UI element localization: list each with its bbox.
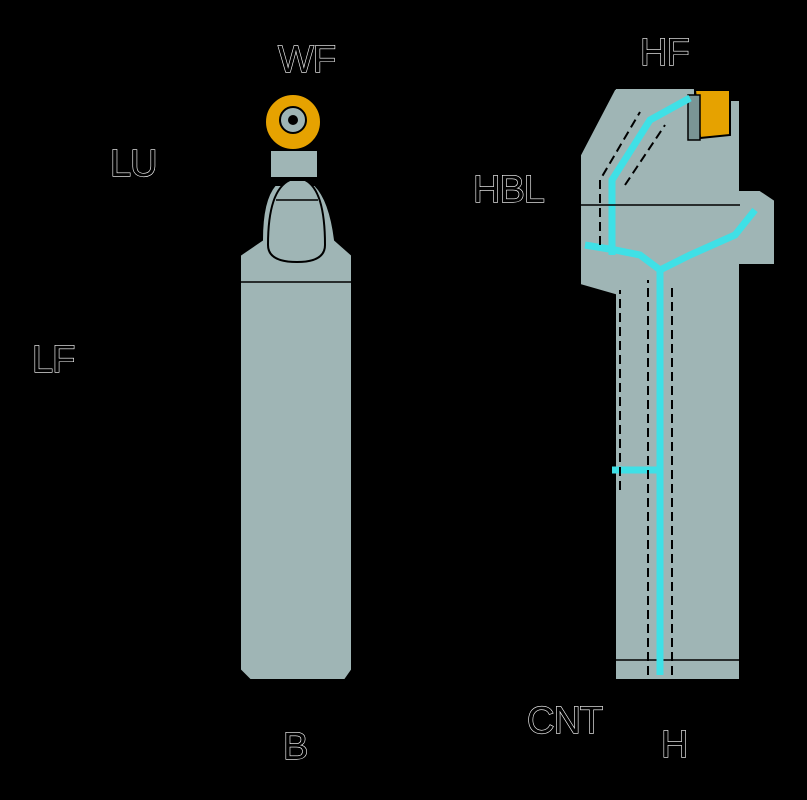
dim-h: H xyxy=(614,680,741,767)
label-cnt: CNT xyxy=(527,700,603,742)
side-body xyxy=(579,87,776,681)
right-view: HF HBL CNT H xyxy=(472,31,776,767)
coolant-channels xyxy=(584,94,758,675)
dim-lf: LF xyxy=(31,95,250,681)
dim-lu: LU xyxy=(40,92,292,216)
label-h: H xyxy=(661,724,687,766)
label-hf: HF xyxy=(640,32,689,74)
left-view: WF LU LF B xyxy=(31,38,384,769)
label-b: B xyxy=(283,726,307,768)
label-wf: WF xyxy=(278,39,335,81)
dim-b: B xyxy=(235,680,353,769)
insert-clamp xyxy=(687,94,701,141)
dim-cnt: CNT xyxy=(526,682,670,743)
label-hbl: HBL xyxy=(473,169,544,211)
label-lu: LU xyxy=(110,143,157,185)
shank-body xyxy=(239,184,353,681)
dim-hf: HF xyxy=(614,31,737,98)
label-lf: LF xyxy=(32,339,74,381)
dim-wf: WF xyxy=(234,38,384,95)
round-insert xyxy=(264,93,322,151)
shank-neck xyxy=(266,179,327,264)
insert-seat xyxy=(269,149,319,179)
dim-hbl: HBL xyxy=(472,87,615,286)
